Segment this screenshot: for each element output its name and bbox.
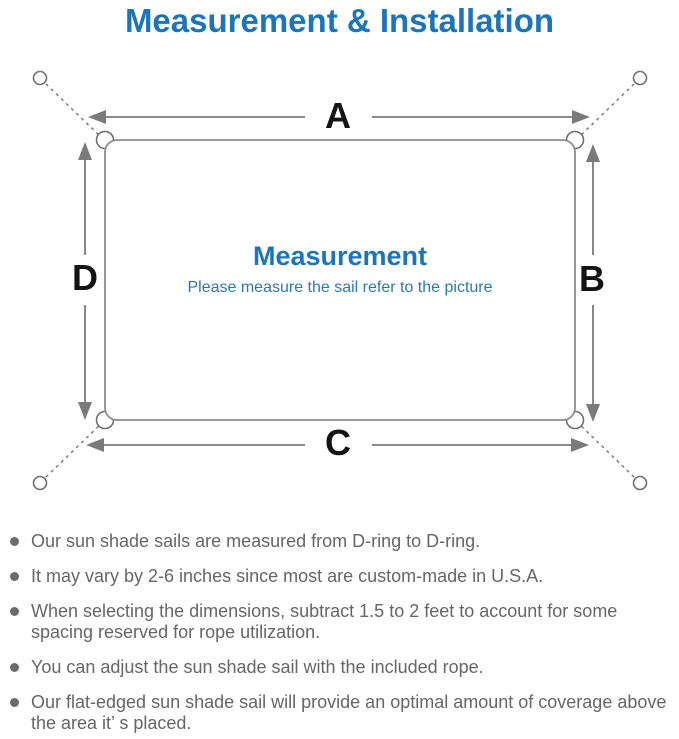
measurement-arrows (78, 110, 600, 452)
diagram-center-text: Measurement Please measure the sail refe… (105, 241, 575, 297)
bullet-dot-icon (10, 607, 19, 616)
measurement-notes-list: Our sun shade sails are measured from D-… (8, 531, 673, 739)
note-text: You can adjust the sun shade sail with t… (31, 657, 484, 677)
note-text: Our flat-edged sun shade sail will provi… (31, 692, 667, 733)
diagram-center-title: Measurement (252, 241, 428, 271)
note-text: When selecting the dimensions, subtract … (31, 601, 618, 642)
arrow-a-left-head (88, 110, 106, 124)
bullet-dot-icon (10, 572, 19, 581)
dimension-label-c: C (325, 422, 351, 463)
arrow-c-right-head (571, 438, 589, 452)
list-item: Our flat-edged sun shade sail will provi… (8, 692, 673, 734)
bullet-dot-icon (10, 663, 19, 672)
note-text: Our sun shade sails are measured from D-… (31, 531, 481, 551)
list-item: Our sun shade sails are measured from D-… (8, 531, 673, 552)
arrow-d-down-head (78, 402, 92, 420)
anchor-ring-icon (32, 475, 48, 491)
list-item: It may vary by 2-6 inches since most are… (8, 566, 673, 587)
anchor-rings (32, 70, 648, 491)
page-title: Measurement & Installation (124, 2, 555, 39)
diagram-center-subtitle: Please measure the sail refer to the pic… (187, 279, 493, 296)
anchor-line-bottom-right (578, 423, 635, 478)
anchor-dashed-lines (45, 83, 635, 478)
anchor-line-top-right (578, 83, 635, 138)
anchor-ring-icon (632, 70, 648, 86)
anchor-line-bottom-left (45, 423, 102, 478)
anchor-line-top-left (45, 83, 102, 138)
sail-diagram-canvas (32, 70, 648, 491)
anchor-ring-icon (32, 70, 48, 86)
dimension-label-b: B (579, 258, 605, 299)
bullet-dot-icon (10, 698, 19, 707)
sail-rectangle (104, 139, 576, 421)
note-text: It may vary by 2-6 inches since most are… (31, 566, 544, 586)
arrow-b-up-head (586, 144, 600, 162)
sail-measurement-diagram: A B C D Measurement Please measure the s… (32, 70, 648, 491)
arrow-b-down-head (586, 404, 600, 422)
arrow-d-up-head (78, 142, 92, 160)
bullet-dot-icon (10, 537, 19, 546)
dimension-label-d: D (72, 257, 98, 298)
list-item: When selecting the dimensions, subtract … (8, 601, 673, 643)
dimension-label-a: A (325, 95, 351, 136)
anchor-ring-icon (632, 475, 648, 491)
list-item: You can adjust the sun shade sail with t… (8, 657, 673, 678)
arrow-c-left-head (86, 438, 104, 452)
arrow-a-right-head (572, 110, 590, 124)
